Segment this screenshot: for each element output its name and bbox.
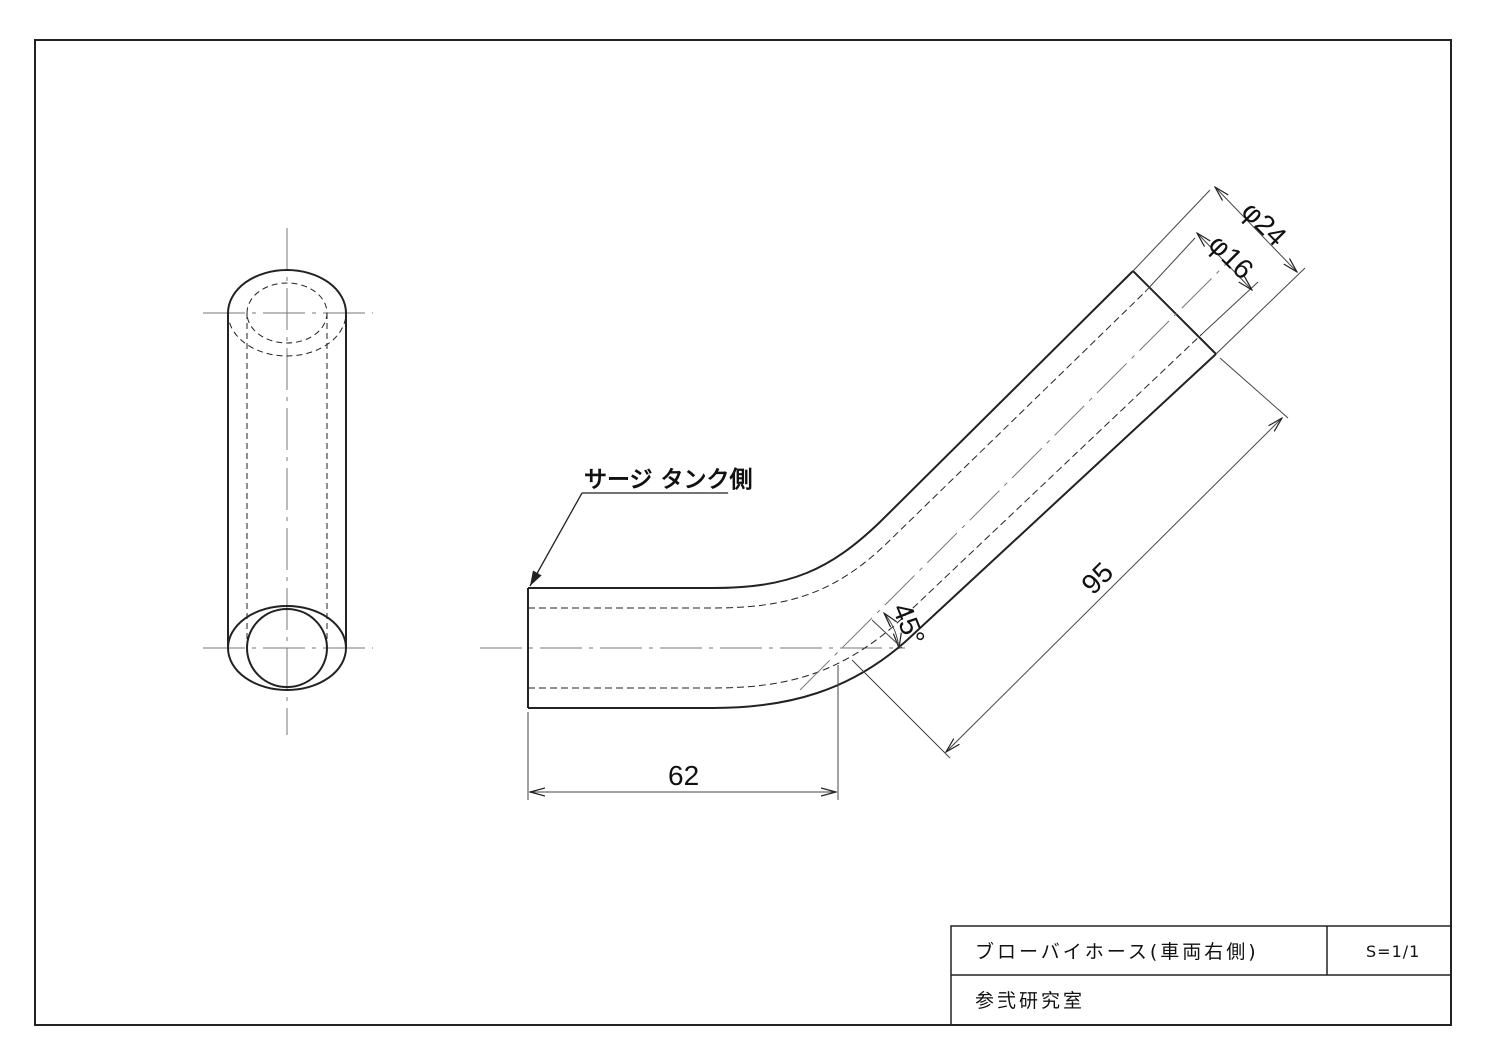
branch-centerline — [799, 259, 1231, 691]
title-block-organization: 参弐研究室 — [975, 990, 1085, 1012]
dim-95-line — [946, 418, 1282, 752]
side-view-bottom-outer — [227, 605, 347, 691]
main-view — [480, 259, 1231, 709]
title-block-part-name: ブローバイホース(車両右側) — [975, 940, 1259, 963]
dim-phi24-line — [1215, 187, 1297, 272]
dim-95-text: 95 — [1075, 556, 1119, 600]
side-view-top-outer-front — [227, 269, 347, 314]
hose-outer-bottom — [528, 353, 1217, 709]
title-block-scale: S=1/1 — [1366, 942, 1420, 961]
dim-phi16-text: φ16 — [1203, 228, 1260, 285]
note-surge-tank-side: サージ タンク側 — [584, 467, 753, 493]
dim-phi16-line — [1197, 233, 1252, 290]
side-view — [203, 228, 373, 735]
dim-45-arc — [884, 613, 899, 648]
note-leader — [529, 492, 728, 587]
dimensions — [527, 187, 1306, 800]
hose-inner-bottom — [528, 333, 1203, 689]
title-block — [950, 925, 1452, 1026]
drawing-frame — [34, 39, 1452, 1026]
dim-45-text: 45° — [886, 599, 931, 650]
hose-outer-top — [528, 270, 1134, 589]
dim-phi24-text: φ24 — [1236, 195, 1293, 252]
hose-inner-top — [528, 291, 1146, 609]
dim-62-text: 62 — [668, 760, 699, 791]
side-view-bottom-inner — [246, 608, 328, 688]
side-view-top-outer-back — [227, 312, 347, 357]
hose-right-end — [1132, 270, 1217, 355]
